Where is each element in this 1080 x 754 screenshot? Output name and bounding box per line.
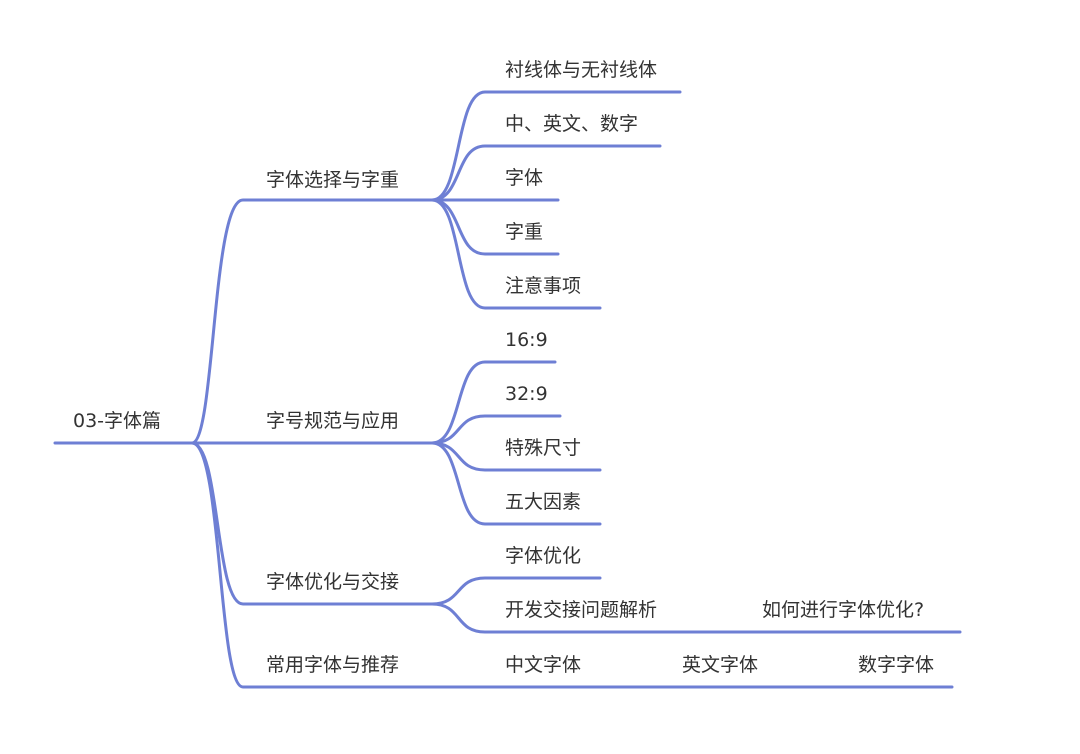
connector-b1-c1 — [430, 90, 682, 202]
connector-b2-c1 — [430, 360, 557, 445]
connector-branch-4 — [190, 441, 954, 689]
connector-b2-c2 — [430, 414, 562, 445]
leaf-node[interactable]: 中文字体 — [505, 654, 582, 676]
leaf-node[interactable]: 16:9 — [505, 329, 548, 351]
branch-node[interactable]: 字体选择与字重 — [266, 169, 400, 191]
leaf-node[interactable]: 中、英文、数字 — [505, 113, 639, 135]
connector-b3-c1 — [430, 576, 602, 606]
connector-b1-c5 — [430, 198, 602, 310]
leaf-node[interactable]: 如何进行字体优化? — [762, 599, 925, 621]
leaf-node[interactable]: 数字字体 — [858, 654, 935, 676]
connector-branch-1 — [190, 198, 434, 445]
connector-b2-c3 — [430, 441, 602, 472]
branch-node[interactable]: 字号规范与应用 — [266, 410, 400, 432]
connector-b2-c4 — [430, 441, 602, 526]
leaf-node[interactable]: 五大因素 — [505, 491, 582, 513]
leaf-node[interactable]: 32:9 — [505, 383, 548, 405]
connector-b1-c2 — [430, 144, 662, 202]
leaf-node[interactable]: 字体优化 — [505, 545, 582, 567]
connector-b3-c2 — [430, 602, 962, 634]
branch-node[interactable]: 常用字体与推荐 — [266, 654, 400, 676]
leaf-node[interactable]: 开发交接问题解析 — [505, 599, 658, 621]
leaf-node[interactable]: 字重 — [505, 221, 544, 243]
branch-node[interactable]: 字体优化与交接 — [266, 571, 400, 593]
leaf-node[interactable]: 字体 — [505, 167, 544, 189]
leaf-node[interactable]: 衬线体与无衬线体 — [505, 59, 658, 81]
leaf-node[interactable]: 注意事项 — [505, 275, 582, 297]
leaf-node[interactable]: 特殊尺寸 — [505, 437, 582, 459]
leaf-node[interactable]: 英文字体 — [682, 654, 759, 676]
root-node[interactable]: 03-字体篇 — [73, 410, 162, 432]
